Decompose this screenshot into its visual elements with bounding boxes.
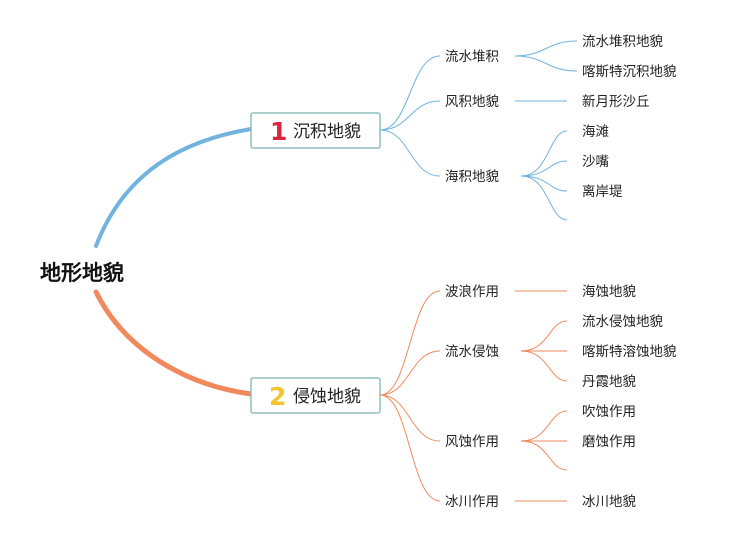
sediment-sub-connectors (379, 55, 441, 177)
subtopic-marine-deposition[interactable]: 海积地貌 (445, 169, 499, 185)
leaf-danxia-landform[interactable]: 丹霞地貌 (582, 374, 636, 390)
main-topic-sediment-landform[interactable]: 1 沉积地貌 (250, 112, 381, 149)
root-connector-erosion (93, 289, 254, 397)
main-topic-label: 侵蚀地貌 (293, 387, 361, 407)
main-topic-label: 沉积地貌 (293, 122, 361, 142)
sediment-leaf-connectors (514, 40, 578, 221)
leaf-karst-deposit-landform[interactable]: 喀斯特沉积地貌 (582, 64, 677, 80)
root-connector-sediment (94, 127, 253, 248)
root-topic: 地形地貌 (40, 261, 124, 285)
subtopic-wave-action[interactable]: 波浪作用 (445, 284, 499, 300)
leaf-fluvial-erosion-landform[interactable]: 流水侵蚀地貌 (582, 313, 663, 330)
leaf-deflation[interactable]: 吹蚀作用 (582, 404, 636, 420)
erosion-leaf-connectors (515, 290, 568, 502)
subtopic-glacial-action[interactable]: 冰川作用 (445, 494, 499, 510)
number-one-badge: 1 (270, 117, 287, 146)
leaf-fluvial-deposit-landform[interactable]: 流水堆积地貌 (582, 34, 663, 50)
leaf-barchan-dune[interactable]: 新月形沙丘 (582, 94, 650, 110)
leaf-marine-erosion-landform[interactable]: 海蚀地貌 (582, 284, 636, 300)
main-topic-erosion-landform[interactable]: 2 侵蚀地貌 (250, 377, 381, 414)
subtopic-aeolian-landform[interactable]: 风积地貌 (445, 94, 499, 110)
leaf-karst-solution-landform[interactable]: 喀斯特溶蚀地貌 (582, 344, 677, 360)
leaf-offshore-bar[interactable]: 离岸堤 (582, 183, 623, 200)
leaf-abrasion[interactable]: 磨蚀作用 (582, 434, 636, 450)
subtopic-wind-erosion[interactable]: 风蚀作用 (445, 434, 499, 450)
erosion-sub-connectors (379, 290, 441, 502)
subtopic-fluvial-erosion[interactable]: 流水侵蚀 (445, 343, 499, 360)
leaf-glacial-landform[interactable]: 冰川地貌 (582, 494, 636, 510)
subtopic-fluvial-deposition[interactable]: 流水堆积 (445, 49, 499, 65)
leaf-beach[interactable]: 海滩 (582, 124, 609, 140)
number-two-badge: 2 (269, 382, 286, 411)
leaf-sand-spit[interactable]: 沙嘴 (582, 154, 609, 170)
